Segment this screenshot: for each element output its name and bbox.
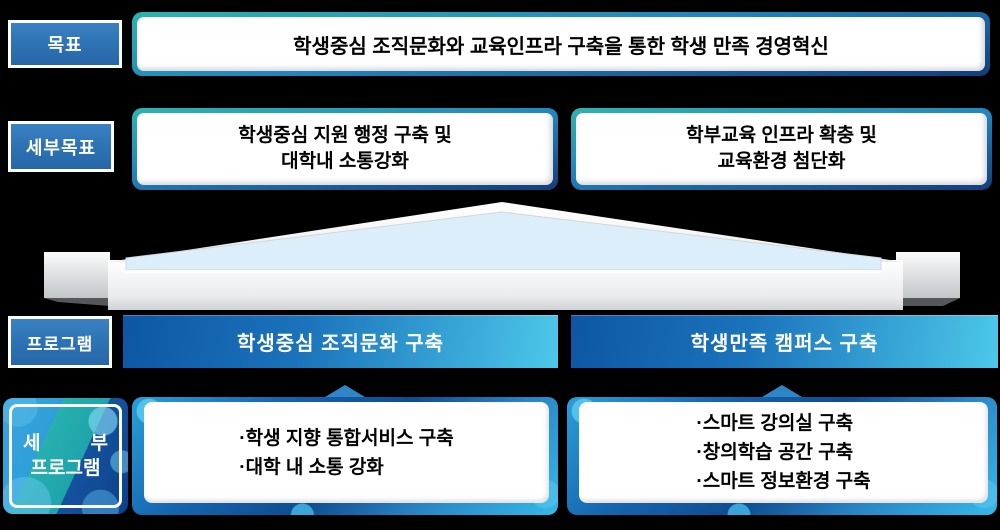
subgoal-box-1: 학생중심 지원 행정 구축 및 대학내 소통강화 <box>132 108 558 190</box>
subprogram-box-2: ·스마트 강의실 구축 ·창의학습 공간 구축 ·스마트 정보환경 구축 <box>567 385 997 515</box>
subgoal-box-2-line2: 교육환경 첨단화 <box>717 151 846 172</box>
subprogram-box-2-item: ·스마트 강의실 구축 <box>696 413 854 434</box>
subprogram-label-line2: 프로그램 <box>30 458 101 479</box>
subprogram-box-2-item: ·창의학습 공간 구축 <box>696 442 854 463</box>
subprogram-box-1: ·학생 지향 통합서비스 구축 ·대학 내 소통 강화 <box>132 385 558 515</box>
subgoal-label: 세부목표 <box>8 121 114 172</box>
subgoal-box-1-line2: 대학내 소통강화 <box>281 151 409 172</box>
goal-text: 학생중심 조직문화와 교육인프라 구축을 통한 학생 만족 경영혁신 <box>137 17 985 71</box>
roof-triangle-inner <box>125 211 882 271</box>
subprogram-label-bu: 부 <box>90 433 108 454</box>
subprogram-box-1-item: ·대학 내 소통 강화 <box>239 456 384 478</box>
subgoal-box-2-line1: 학부교육 인프라 확충 및 <box>686 125 877 146</box>
goal-label: 목표 <box>8 20 122 68</box>
goal-box: 학생중심 조직문화와 교육인프라 구축을 통한 학생 만족 경영혁신 <box>132 12 990 76</box>
program-label: 프로그램 <box>8 316 112 368</box>
program-box-2: 학생만족 캠퍼스 구축 <box>571 315 998 368</box>
subprogram-box-2-item: ·스마트 정보환경 구축 <box>696 471 871 492</box>
program-box-1: 학생중심 조직문화 구축 <box>123 315 558 368</box>
roof-beam-right <box>896 252 960 298</box>
subgoal-box-2: 학부교육 인프라 확충 및 교육환경 첨단화 <box>571 108 992 190</box>
subprogram-label: 세 부 프로그램 <box>3 398 128 514</box>
subgoal-box-1-line1: 학생중심 지원 행정 구축 및 <box>238 125 452 146</box>
roof-beam-left <box>44 252 110 298</box>
roof-pediment-graphic <box>44 202 960 310</box>
subprogram-box-1-item: ·학생 지향 통합서비스 구축 <box>239 427 454 449</box>
subprogram-label-se: 세 <box>23 433 41 454</box>
